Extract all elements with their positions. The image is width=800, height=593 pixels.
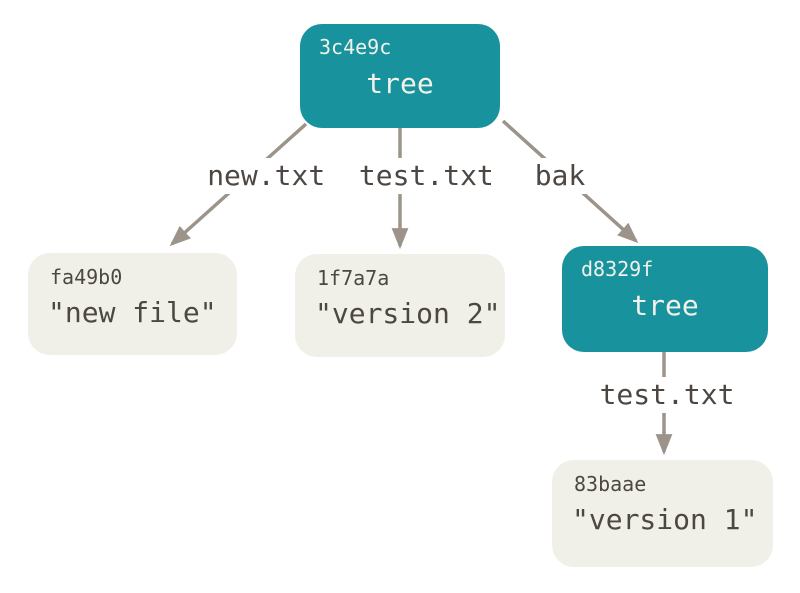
root-tree-hash: 3c4e9c bbox=[319, 35, 392, 59]
blob-new-file-content: "new file" bbox=[48, 296, 217, 329]
root-tree-node: 3c4e9c tree bbox=[300, 24, 500, 128]
subtree-label: tree bbox=[631, 289, 699, 322]
edge-label-test-txt: test.txt bbox=[557, 377, 777, 413]
blob-new-file-hash: fa49b0 bbox=[50, 265, 123, 289]
blob-node-new-file: fa49b0 "new file" bbox=[28, 253, 237, 355]
blob-version-2-hash: 1f7a7a bbox=[317, 266, 390, 290]
blob-version-1-hash: 83baae bbox=[574, 472, 647, 496]
blob-version-2-content: "version 2" bbox=[315, 297, 501, 330]
blob-node-version-2: 1f7a7a "version 2" bbox=[295, 254, 505, 357]
blob-node-version-1: 83baae "version 1" bbox=[552, 460, 773, 567]
edge-label-new-txt-test-txt: new.txt test.txt bbox=[188, 158, 513, 194]
root-tree-label: tree bbox=[366, 67, 434, 100]
edge-label-bak: bak bbox=[520, 158, 600, 194]
subtree-node: d8329f tree bbox=[562, 246, 768, 352]
blob-version-1-content: "version 1" bbox=[572, 503, 758, 536]
subtree-hash: d8329f bbox=[581, 257, 654, 281]
